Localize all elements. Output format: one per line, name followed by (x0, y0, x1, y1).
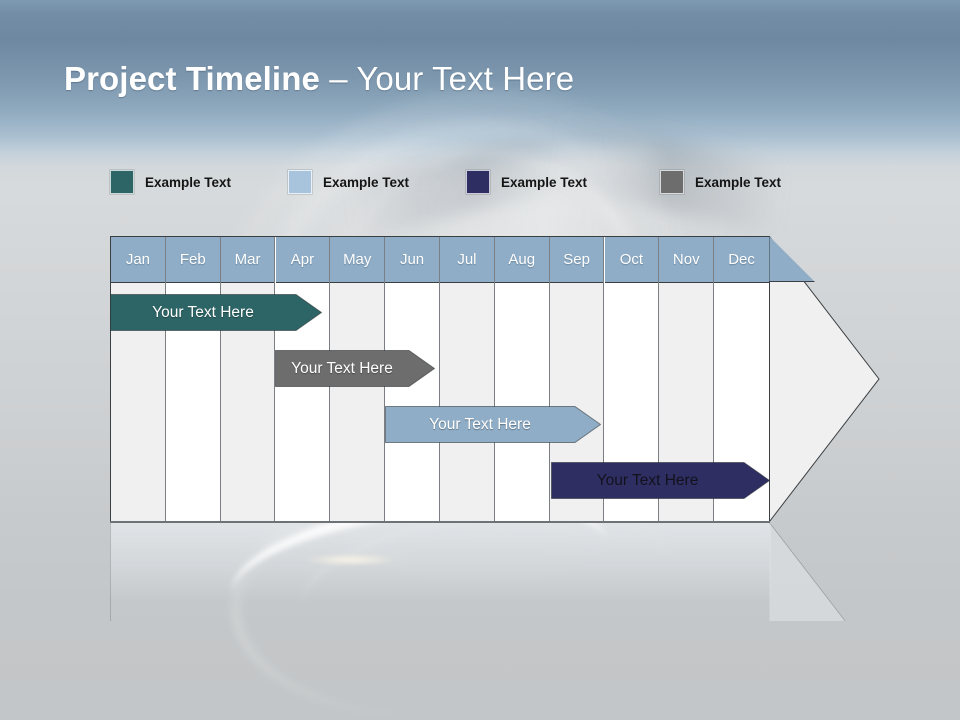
month-header-sep: Sep (549, 237, 604, 283)
task-bar-4[interactable]: Your Text Here (551, 462, 770, 499)
task-bar-2[interactable]: Your Text Here (275, 350, 435, 387)
reflection-arrowhead (769, 523, 880, 621)
month-column-feb: Feb (165, 237, 221, 521)
reflection-body (110, 523, 771, 621)
legend: Example Text Example Text Example Text Exam… (110, 169, 870, 195)
task-bar-1[interactable]: Your Text Here (110, 294, 322, 331)
month-header-jan: Jan (111, 237, 165, 283)
legend-swatch-icon (660, 170, 684, 194)
task-bar-shape (551, 462, 770, 499)
legend-swatch-icon (110, 170, 134, 194)
legend-item-3[interactable]: Example Text (466, 169, 587, 195)
task-bar-shape (275, 350, 435, 387)
month-header-jun: Jun (385, 237, 439, 283)
legend-item-label: Example Text (323, 174, 410, 190)
page-title-strong: Project Timeline (64, 60, 320, 97)
month-column-aug: Aug (494, 237, 550, 521)
page-title-light: – Your Text Here (319, 60, 575, 97)
legend-item-label: Example Text (695, 174, 782, 190)
month-header-may: May (330, 237, 385, 283)
legend-item-label: Example Text (501, 174, 588, 190)
month-column-mar: Mar (220, 237, 276, 521)
month-header-feb: Feb (165, 237, 220, 283)
chart-baseline (110, 521, 770, 523)
task-bar-shape (110, 294, 322, 331)
timeline-arrowhead (769, 236, 880, 522)
legend-item-label: Example Text (145, 174, 232, 190)
month-header-jul: Jul (440, 237, 494, 283)
month-header-aug: Aug (494, 237, 549, 283)
month-column-jan: Jan (111, 237, 166, 521)
month-header-apr: Apr (275, 237, 330, 283)
month-header-dec: Dec (714, 237, 769, 283)
month-header-nov: Nov (659, 237, 714, 283)
chart-reflection (110, 523, 880, 621)
legend-item-1[interactable]: Example Text (110, 169, 231, 195)
reflection-spark (305, 555, 395, 565)
page-title: Project Timeline – Your Text Here (64, 60, 574, 98)
month-header-oct: Oct (604, 237, 659, 283)
task-bar-3[interactable]: Your Text Here (385, 406, 601, 443)
background-spark-highlight (300, 552, 410, 566)
legend-swatch-icon (466, 170, 490, 194)
month-column-jul: Jul (440, 237, 495, 521)
legend-item-2[interactable]: Example Text (288, 169, 409, 195)
legend-item-4[interactable]: Example Text (660, 169, 781, 195)
reflection-shine (222, 523, 618, 621)
month-header-mar: Mar (220, 237, 275, 283)
task-bar-shape (385, 406, 601, 443)
legend-swatch-icon (288, 170, 312, 194)
